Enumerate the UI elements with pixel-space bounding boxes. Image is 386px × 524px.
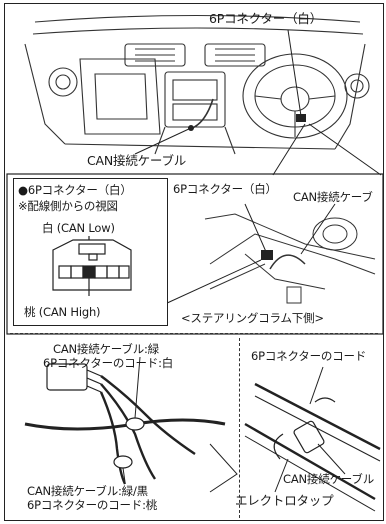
- cable-green-black-label: CAN接続ケーブル:緑/黒: [27, 484, 148, 498]
- inset-subtitle: ※配線側からの視図: [18, 199, 118, 213]
- diagram-frame: 6Pコネクター（白） CAN接続ケーブル ●6Pコネクター（白） ※配線側からの…: [4, 3, 384, 521]
- cord-white-label: 6Pコネクターのコード:白: [43, 356, 174, 370]
- vertical-divider: [239, 338, 240, 518]
- steering-column-caption: <ステアリングコラム下側>: [181, 311, 324, 325]
- middle-can-cable-label: CAN接続ケーブ: [293, 190, 373, 204]
- cord-pink-label: 6Pコネクターのコード:桃: [27, 498, 158, 512]
- connector-face-icon: [52, 236, 132, 296]
- electro-tap-label: エレクトロタップ: [235, 493, 334, 508]
- cable-green-label: CAN接続ケーブル:緑: [53, 342, 159, 356]
- connector-inset: ●6Pコネクター（白） ※配線側からの視図 白 (CAN Low) 桃 (CAN…: [13, 178, 168, 326]
- top-connector-label: 6Pコネクター（白）: [209, 11, 322, 26]
- dashboard-illustration: [6, 14, 383, 512]
- section-divider: [10, 333, 378, 334]
- cable-label: CAN接続ケーブル: [283, 472, 375, 486]
- white-pin-label: 白 (CAN Low): [42, 221, 115, 235]
- top-can-cable-label: CAN接続ケーブル: [87, 153, 187, 168]
- cord-label: 6Pコネクターのコード: [251, 349, 367, 363]
- pink-pin-label: 桃 (CAN High): [24, 305, 101, 319]
- middle-connector-label: 6Pコネクター（白）: [173, 182, 277, 196]
- inset-title: ●6Pコネクター（白）: [18, 183, 132, 197]
